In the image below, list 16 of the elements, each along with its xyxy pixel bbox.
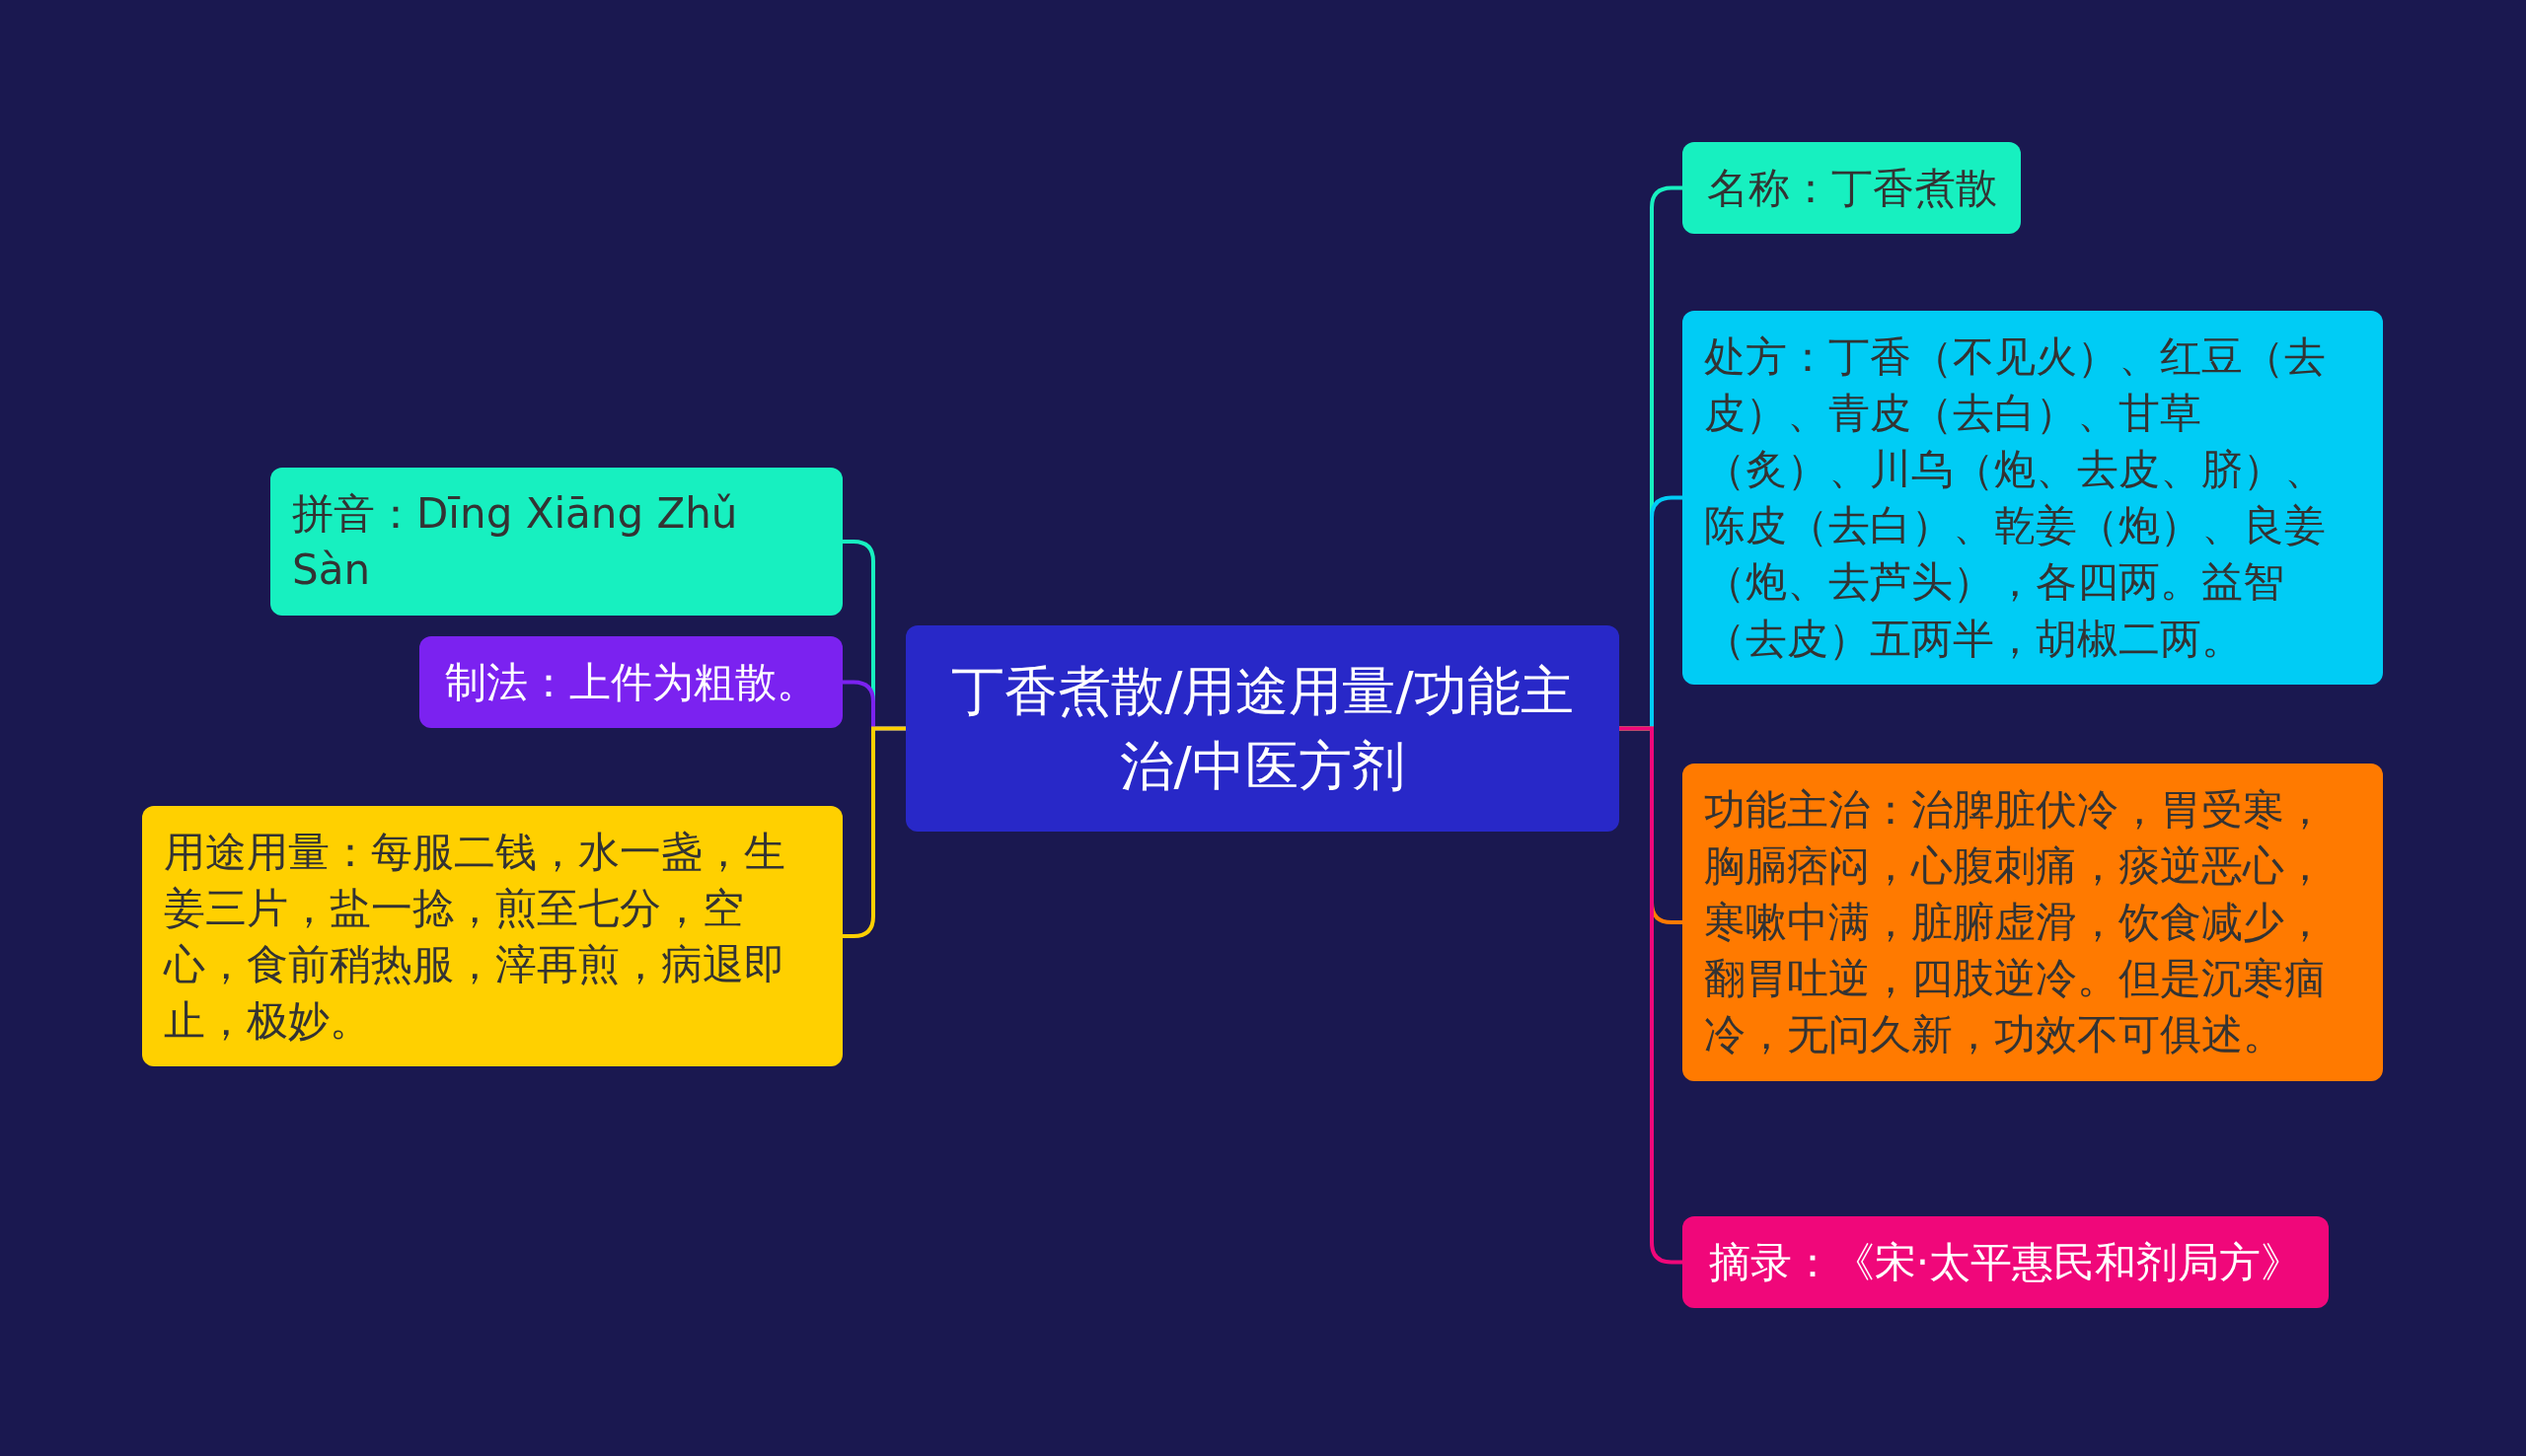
topic-text: 用途用量：每服二钱，水一盏，生姜三片，盐一捻，煎至七分，空心，食前稍热服，滓再煎，病退即止，极妙。 xyxy=(164,827,786,1048)
topic-box xyxy=(1682,311,2383,685)
topic-text: 摘录：《宋·太平惠民和剂局方》 xyxy=(1708,1237,2303,1288)
topic-text: 丁香煮散/用途用量/功能主治/中医方剂 xyxy=(950,658,1575,799)
topic-text: 名称：丁香煮散 xyxy=(1706,163,1997,214)
topic-box xyxy=(142,806,843,1067)
central-topic-box xyxy=(906,625,1619,832)
topic-box xyxy=(1682,1216,2329,1309)
topic-text: 制法：上件为粗散。 xyxy=(444,657,818,708)
topic-box xyxy=(1682,764,2383,1081)
topic-text: 处方：丁香（不见火）、红豆（去皮）、青皮（去白）、甘草（炙）、川乌（炮、去皮、脐）、陈皮（去白）、乾姜（炮）、良姜（炮、去芦头），各四两。益智（去皮）五两半，胡椒二两。 xyxy=(1704,331,2327,665)
topic-box xyxy=(1682,142,2021,235)
topic-box xyxy=(419,636,843,729)
topic-text: 拼音：Dīng Xiāng Zhǔ Sàn xyxy=(292,488,739,597)
topic-text: 功能主治：治脾脏伏冷，胃受寒，胸膈痞闷，心腹刺痛，痰逆恶心，寒嗽中满，脏腑虚滑，饮食减少，翻胃吐逆，四肢逆冷。但是沉寒痼冷，无问久新，功效不可俱述。 xyxy=(1704,784,2327,1061)
topic-box xyxy=(270,468,843,617)
